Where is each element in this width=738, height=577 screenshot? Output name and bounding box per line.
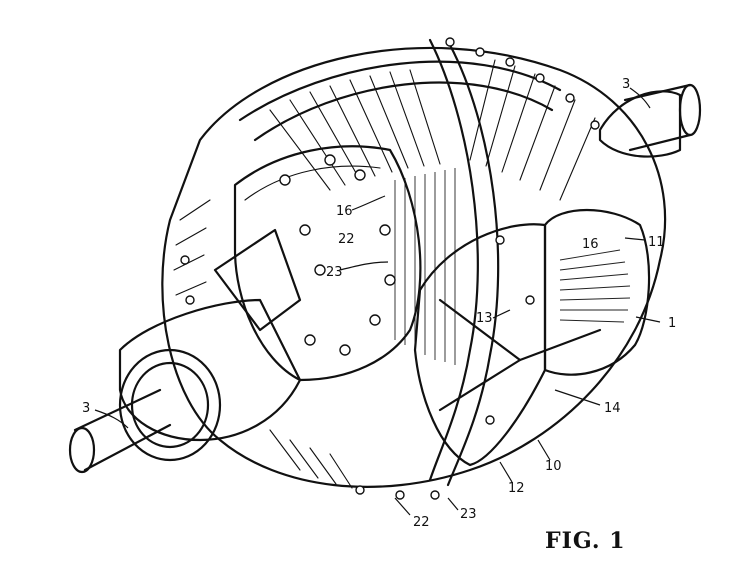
label-plate-right: 16: [582, 237, 599, 252]
bolts: [180, 37, 600, 500]
label-shaft-right: 3: [622, 77, 630, 92]
blades: [173, 59, 596, 489]
label-shaft-left: 3: [82, 401, 90, 416]
label-bolt-lower: 23: [460, 507, 477, 522]
label-vane: 12: [508, 481, 525, 496]
label-clamp: 10: [545, 459, 562, 474]
left-hub: [68, 228, 302, 474]
label-pin: 13: [476, 311, 493, 326]
figure-label: FIG. 1: [545, 528, 626, 554]
labels: 3 3 16 16 22 23 11 1 13 14 10 12 22 23 F…: [82, 77, 676, 554]
label-band: 14: [604, 401, 621, 416]
right-plate: [413, 209, 651, 467]
right-hub: [598, 83, 702, 158]
label-bolt-upper: 23: [326, 265, 343, 280]
label-plate-top: 16: [336, 204, 353, 219]
label-disc: 22: [338, 232, 355, 247]
leaders: [94, 87, 661, 516]
label-assembly: 1: [668, 316, 676, 331]
drum-body: [161, 38, 667, 488]
label-rim: 11: [648, 235, 665, 250]
left-disc: [233, 145, 422, 382]
label-disc-bottom: 22: [413, 515, 430, 530]
